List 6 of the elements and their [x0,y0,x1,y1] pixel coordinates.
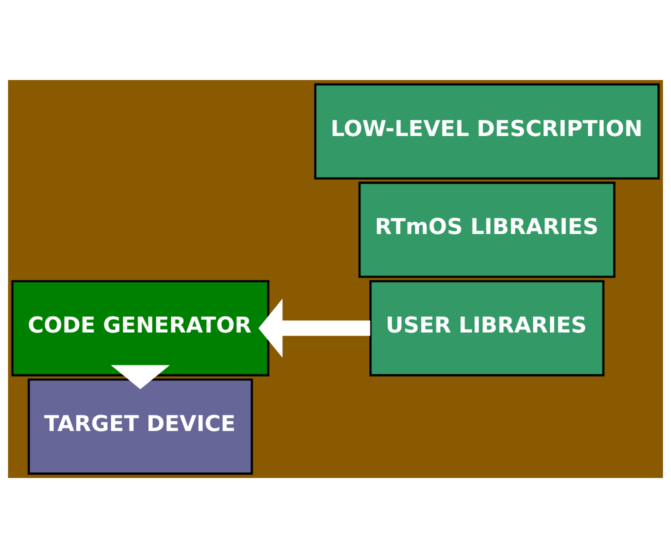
node-box: TARGET DEVICE [28,378,253,475]
node-box: LOW-LEVEL DESCRIPTION [314,83,660,180]
arrow [258,298,370,358]
node-box: USER LIBRARIES [369,280,604,376]
arrow [110,365,170,390]
node-box: RTmOS LIBRARIES [358,182,616,278]
